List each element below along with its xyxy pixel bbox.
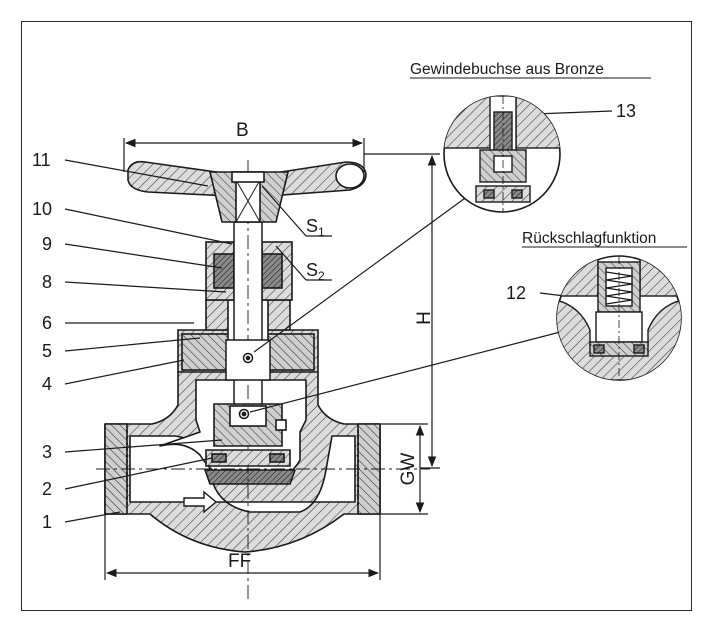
valve-disc	[205, 403, 291, 467]
part-label-2: 2	[42, 479, 52, 499]
spanner-label-s2: S2	[306, 260, 325, 283]
part-label-9: 9	[42, 234, 52, 254]
detail-titles: Gewindebuchse aus Bronze Rückschlagfunkt…	[410, 61, 687, 248]
spanner-label-s1: S1	[306, 216, 325, 239]
dimension-label-gw: GW	[398, 453, 419, 486]
handwheel	[127, 160, 367, 223]
dimension-lines	[104, 138, 440, 580]
part-label-8: 8	[42, 272, 52, 292]
flow-arrow-icon	[183, 490, 218, 514]
part-label-10: 10	[32, 199, 52, 219]
part-label-12: 12	[506, 283, 526, 303]
part-label-11: 11	[32, 150, 51, 170]
part-label-5: 5	[42, 341, 52, 361]
part-label-6: 6	[42, 313, 52, 333]
part-label-1: 1	[42, 512, 52, 532]
detail-title-bushing: Gewindebuchse aus Bronze	[410, 61, 604, 78]
part-number-labels: 11 10 9 8 6 5 4 3 2 1 13 12	[32, 101, 636, 532]
detail-title-check: Rückschlagfunktion	[522, 230, 656, 247]
spanner-labels: S1 S2	[306, 216, 325, 283]
dimension-label-b: B	[236, 120, 249, 141]
part-label-4: 4	[42, 374, 52, 394]
drawing-frame	[21, 21, 692, 611]
part-label-13: 13	[616, 101, 636, 121]
leader-lines	[64, 110, 613, 523]
dimension-label-ff: FF	[228, 551, 251, 572]
dimension-labels: B H GW FF	[228, 120, 435, 572]
detail-check	[556, 255, 682, 381]
dimension-label-h: H	[414, 311, 435, 325]
part-label-3: 3	[42, 442, 52, 462]
